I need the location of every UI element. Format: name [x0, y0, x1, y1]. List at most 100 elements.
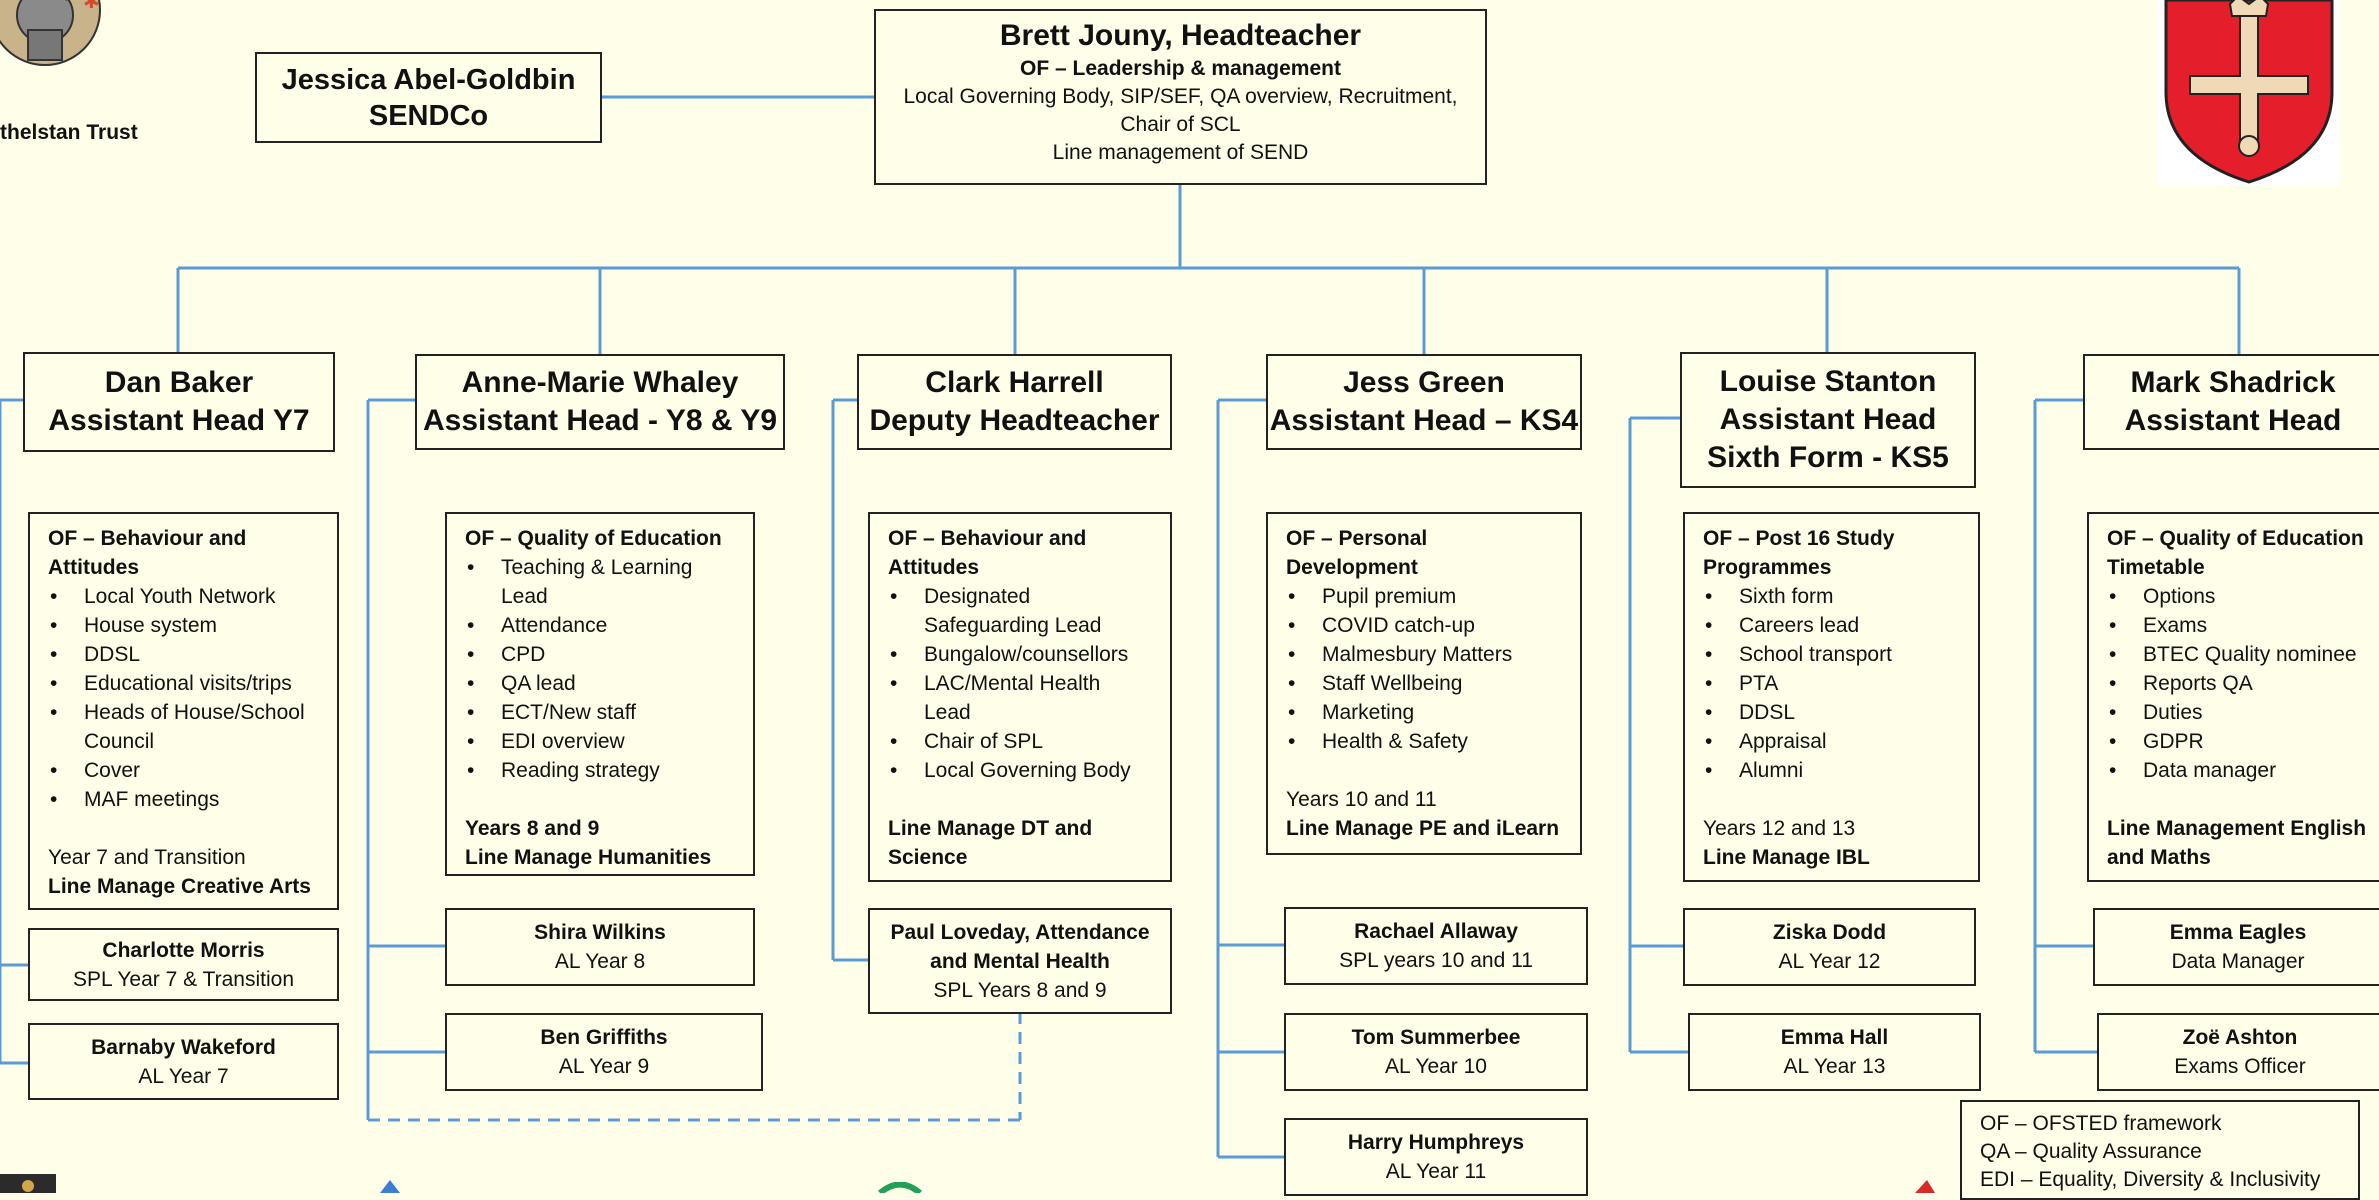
staff-name: Harry Humphreys [1347, 1131, 1525, 1154]
list-item: Reading strategy [465, 756, 739, 785]
role-box-mark-shadrick: Mark Shadrick Assistant Head [2083, 354, 2379, 450]
staff-emma-hall: Emma Hall AL Year 13 [1688, 1013, 1981, 1091]
staff-name: Paul Loveday, Attendance [890, 920, 1150, 944]
list-item: Pupil premium [1286, 582, 1566, 611]
of-heading: OF – Quality of Education [465, 527, 722, 550]
list-item: House system [48, 611, 323, 640]
role-title: Assistant Head Y7 [48, 404, 310, 437]
list-item: Reports QA [2107, 669, 2367, 698]
staff-shira-wilkins: Shira Wilkins AL Year 8 [445, 908, 755, 986]
staff-harry-humphreys: Harry Humphreys AL Year 11 [1284, 1118, 1588, 1196]
of-heading: OF – Behaviour and [888, 527, 1087, 550]
sendco-box: Jessica Abel-Goldbin SENDCo [255, 52, 602, 143]
line-manage: Line Manage PE and iLearn [1286, 817, 1560, 840]
responsibilities-anne-marie-whaley: OF – Quality of Education Teaching & Lea… [445, 512, 755, 876]
of-heading-cont: Attitudes [888, 556, 979, 579]
responsibilities-mark-shadrick: OF – Quality of Education Timetable Opti… [2087, 512, 2379, 882]
svg-text:✱: ✱ [83, 0, 100, 13]
of-heading-cont: Timetable [2107, 556, 2205, 579]
staff-role: AL Year 8 [554, 950, 646, 973]
list-item: Heads of House/School [48, 698, 323, 727]
staff-name: Charlotte Morris [102, 938, 265, 962]
of-heading-cont: Programmes [1703, 556, 1832, 579]
role-title-cont: Sixth Form - KS5 [1707, 441, 1949, 474]
staff-name-cont: and Mental Health [930, 949, 1110, 973]
staff-zoe-ashton: Zoë Ashton Exams Officer [2097, 1013, 2379, 1091]
staff-name: Ziska Dodd [1772, 921, 1887, 944]
list-item: Chair of SPL [888, 727, 1156, 756]
staff-role: Data Manager [2171, 950, 2305, 973]
role-box-clark-harrell: Clark Harrell Deputy Headteacher [857, 354, 1172, 450]
staff-role: SPL Year 7 & Transition [72, 967, 295, 991]
bottom-logo-red [1915, 1180, 1935, 1193]
list-item: Options [2107, 582, 2367, 611]
list-item-cont: Lead [924, 701, 971, 724]
list-item-cont: Lead [501, 585, 548, 608]
staff-ben-griffiths: Ben Griffiths AL Year 9 [445, 1013, 763, 1091]
list-item: MAF meetings [48, 785, 323, 814]
role-title: Assistant Head [1719, 403, 1937, 436]
role-title: Assistant Head - Y8 & Y9 [422, 404, 778, 437]
staff-name: Rachael Allaway [1354, 920, 1518, 943]
list-item: EDI overview [465, 727, 739, 756]
bottom-logo-left [0, 1174, 56, 1193]
role-title: Deputy Headteacher [869, 404, 1160, 437]
staff-role: SPL Years 8 and 9 [933, 978, 1107, 1002]
role-box-dan-baker: Dan Baker Assistant Head Y7 [23, 352, 335, 452]
school-shield-logo [2158, 0, 2340, 186]
responsibility-list: Local Youth Network House system DDSL Ed… [48, 582, 323, 814]
headteacher-box: Brett Jouny, Headteacher OF – Leadership… [874, 9, 1487, 185]
bottom-logo-blue [380, 1180, 400, 1193]
role-box-louise-stanton: Louise Stanton Assistant Head Sixth Form… [1680, 352, 1976, 488]
list-item: Sixth form [1703, 582, 1964, 611]
responsibility-list: Sixth form Careers lead School transport… [1703, 582, 1964, 785]
role-name: Anne-Marie Whaley [461, 366, 739, 399]
staff-paul-loveday: Paul Loveday, Attendance and Mental Heal… [868, 908, 1172, 1014]
list-item: CPD [465, 640, 739, 669]
staff-role: SPL years 10 and 11 [1339, 949, 1533, 972]
glossary-item: OF – OFSTED framework [1980, 1112, 2222, 1135]
glossary-item: QA – Quality Assurance [1980, 1140, 2202, 1163]
staff-tom-summerbee: Tom Summerbee AL Year 10 [1284, 1013, 1588, 1091]
responsibility-list: Designated Safeguarding Lead Bungalow/co… [888, 582, 1156, 785]
staff-barnaby-wakeford: Barnaby Wakeford AL Year 7 [28, 1023, 339, 1100]
glossary-box: OF – OFSTED framework QA – Quality Assur… [1960, 1100, 2360, 1200]
list-item: School transport [1703, 640, 1964, 669]
responsibility-list: Options Exams BTEC Quality nominee Repor… [2107, 582, 2367, 785]
role-box-anne-marie-whaley: Anne-Marie Whaley Assistant Head - Y8 & … [415, 354, 785, 450]
role-box-jess-green: Jess Green Assistant Head – KS4 [1266, 354, 1582, 450]
headteacher-of: OF – Leadership & management [1020, 57, 1341, 80]
responsibilities-jess-green: OF – Personal Development Pupil premium … [1266, 512, 1582, 855]
staff-name: Tom Summerbee [1351, 1026, 1521, 1049]
of-heading-cont: Development [1286, 556, 1418, 579]
staff-name: Emma Eagles [2169, 921, 2307, 944]
role-name: Dan Baker [104, 366, 254, 399]
list-item: Educational visits/trips [48, 669, 323, 698]
role-title: Assistant Head [2124, 404, 2342, 437]
list-item: Teaching & Learning [465, 553, 739, 582]
list-item: LAC/Mental Health [888, 669, 1156, 698]
list-item: Malmesbury Matters [1286, 640, 1566, 669]
list-item: Duties [2107, 698, 2367, 727]
role-name: Louise Stanton [1719, 365, 1937, 398]
list-item: Attendance [465, 611, 739, 640]
list-item: Health & Safety [1286, 727, 1566, 756]
list-item: BTEC Quality nominee [2107, 640, 2367, 669]
staff-name: Ben Griffiths [540, 1026, 668, 1049]
list-item-cont: Council [84, 730, 155, 753]
list-item: ECT/New staff [465, 698, 739, 727]
trust-name: thelstan Trust [0, 121, 138, 144]
glossary-item: EDI – Equality, Diversity & Inclusivity [1980, 1168, 2321, 1191]
responsibilities-dan-baker: OF – Behaviour and Attitudes Local Youth… [28, 512, 339, 910]
responsibilities-clark-harrell: OF – Behaviour and Attitudes Designated … [868, 512, 1172, 882]
line-manage: Line Manage Humanities [465, 846, 712, 869]
line-manage-cont: Science [888, 846, 968, 869]
staff-role: AL Year 12 [1778, 950, 1881, 973]
staff-ziska-dodd: Ziska Dodd AL Year 12 [1683, 908, 1976, 986]
year-group: Years 12 and 13 [1703, 817, 1856, 840]
list-item: Data manager [2107, 756, 2367, 785]
line-manage-cont: and Maths [2107, 846, 2211, 869]
list-item: Local Governing Body [888, 756, 1156, 785]
list-item: Cover [48, 756, 323, 785]
staff-rachael-allaway: Rachael Allaway SPL years 10 and 11 [1284, 907, 1588, 985]
